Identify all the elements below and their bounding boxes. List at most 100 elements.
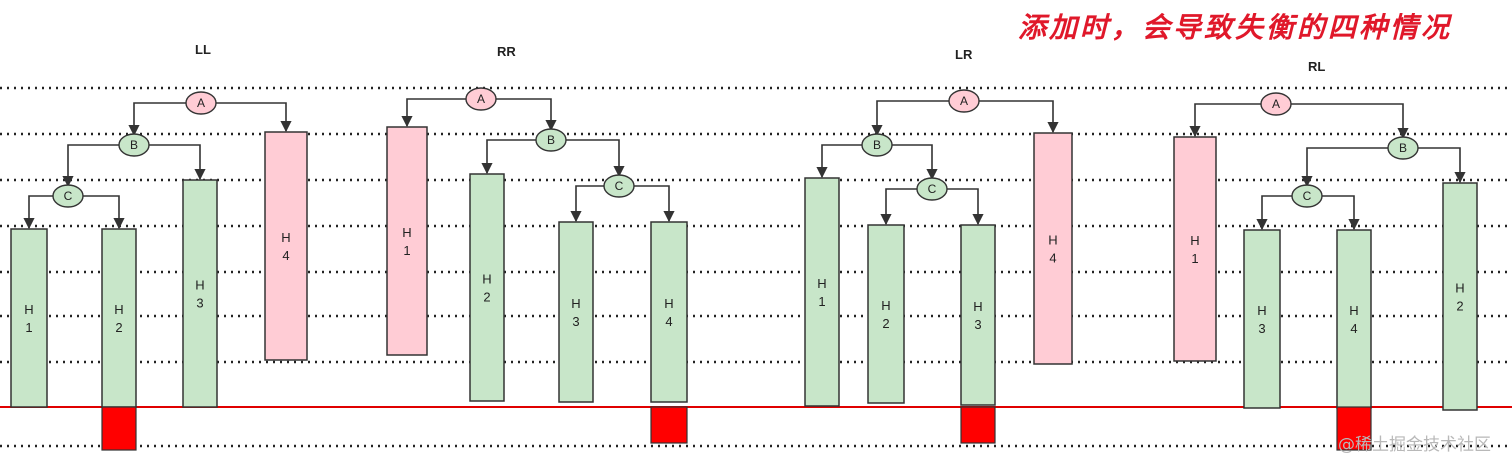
subtree-bar: H3: [1243, 229, 1281, 409]
subtree-bar: H4: [1033, 132, 1073, 365]
page-title: 添加时，会导致失衡的四种情况: [1018, 11, 1453, 44]
subtree-rect: [558, 221, 594, 403]
overflow-block: [101, 406, 137, 451]
edge-rr-4: [570, 185, 605, 223]
node-label: A: [960, 94, 968, 108]
overflow-block: [1336, 406, 1372, 451]
subtree-bar: H4: [650, 221, 688, 444]
node-label: A: [1272, 97, 1280, 111]
subtree-label-letter: H: [195, 278, 204, 293]
subtree-label-index: 3: [572, 314, 579, 329]
subtree-rect: [804, 177, 840, 407]
node-ellipse: [465, 87, 497, 111]
subtree-label-index: 2: [882, 316, 889, 331]
node-ellipse: [916, 177, 948, 201]
subtree-label-letter: H: [664, 296, 673, 311]
edge-lr-2: [816, 144, 863, 179]
subtree-label-letter: H: [881, 298, 890, 313]
edge-rl-1: [1290, 103, 1409, 140]
node-ellipse: [52, 184, 84, 208]
edge-rl-4: [1256, 195, 1293, 231]
subtree-rect: [1336, 229, 1372, 409]
subtree-label-index: 3: [1258, 321, 1265, 336]
subtree-rect: [386, 126, 428, 356]
node-label: B: [873, 138, 881, 152]
node-ellipse: [603, 174, 635, 198]
node-ellipse: [1291, 184, 1323, 208]
subtree-rect: [960, 224, 996, 406]
node-ellipse: [535, 128, 567, 152]
edge-ll-3: [148, 144, 206, 181]
node-ellipse: [948, 89, 980, 113]
subtree-rect: [101, 228, 137, 408]
node-ellipse: [1260, 92, 1292, 116]
tree-node-c: C: [1291, 184, 1323, 208]
subtree-label-index: 1: [403, 243, 410, 258]
subtree-label-letter: H: [114, 302, 123, 317]
case-label-lr: LR: [955, 47, 973, 62]
edge-rl-5: [1321, 195, 1360, 231]
tree-node-b: B: [861, 133, 893, 157]
subtree-rect: [1442, 182, 1478, 411]
subtree-rect: [10, 228, 48, 408]
subtree-label-letter: H: [1190, 233, 1199, 248]
subtree-rect: [469, 173, 505, 402]
level-gridlines: [0, 86, 1512, 448]
edge-rr-1: [495, 98, 557, 132]
subtree-bar: H3: [558, 221, 594, 403]
subtree-label-letter: H: [571, 296, 580, 311]
subtree-label-letter: H: [482, 272, 491, 287]
subtree-bar: H1: [10, 228, 48, 408]
subtree-bar: H2: [1442, 182, 1478, 411]
overflow-block: [650, 406, 688, 444]
subtree-bar: H4: [1336, 229, 1372, 451]
edge-ll-2: [62, 144, 120, 188]
tree-node-a: A: [948, 89, 980, 113]
edge-rl-2: [1301, 147, 1389, 188]
subtree-label-letter: H: [24, 302, 33, 317]
edge-lr-4: [880, 188, 918, 226]
edge-rr-2: [481, 139, 537, 175]
subtree-label-index: 2: [115, 320, 122, 335]
subtree-bar: H2: [867, 224, 905, 404]
tree-node-a: A: [185, 91, 217, 115]
subtree-rect: [1033, 132, 1073, 365]
edge-lr-1: [978, 100, 1059, 134]
subtree-label-letter: H: [1257, 303, 1266, 318]
subtree-label-index: 3: [974, 317, 981, 332]
edge-rl-0: [1189, 103, 1262, 138]
subtree-label-index: 2: [483, 290, 490, 305]
tree-node-c: C: [52, 184, 84, 208]
subtree-bar: H3: [182, 179, 218, 408]
subtree-label-index: 1: [1191, 251, 1198, 266]
subtree-rect: [650, 221, 688, 403]
node-label: A: [197, 96, 205, 110]
case-label-ll: LL: [195, 42, 211, 57]
node-ellipse: [185, 91, 217, 115]
subtree-rect: [1243, 229, 1281, 409]
overflow-block: [960, 406, 996, 444]
edge-rr-0: [401, 98, 467, 128]
edge-lr-5: [946, 188, 984, 226]
case-label-rr: RR: [497, 44, 516, 59]
subtree-label-index: 3: [196, 296, 203, 311]
edge-ll-0: [128, 102, 187, 137]
subtree-rect: [264, 131, 308, 361]
subtree-label-letter: H: [817, 276, 826, 291]
subtree-label-index: 1: [818, 294, 825, 309]
node-label: C: [928, 182, 937, 196]
node-label: C: [64, 189, 73, 203]
tree-node-a: A: [1260, 92, 1292, 116]
node-label: C: [1303, 189, 1312, 203]
edge-lr-0: [871, 100, 950, 137]
subtree-bar: H4: [264, 131, 308, 361]
subtree-rect: [1173, 136, 1217, 362]
subtree-label-letter: H: [281, 230, 290, 245]
node-ellipse: [861, 133, 893, 157]
node-label: B: [547, 133, 555, 147]
node-ellipse: [118, 133, 150, 157]
